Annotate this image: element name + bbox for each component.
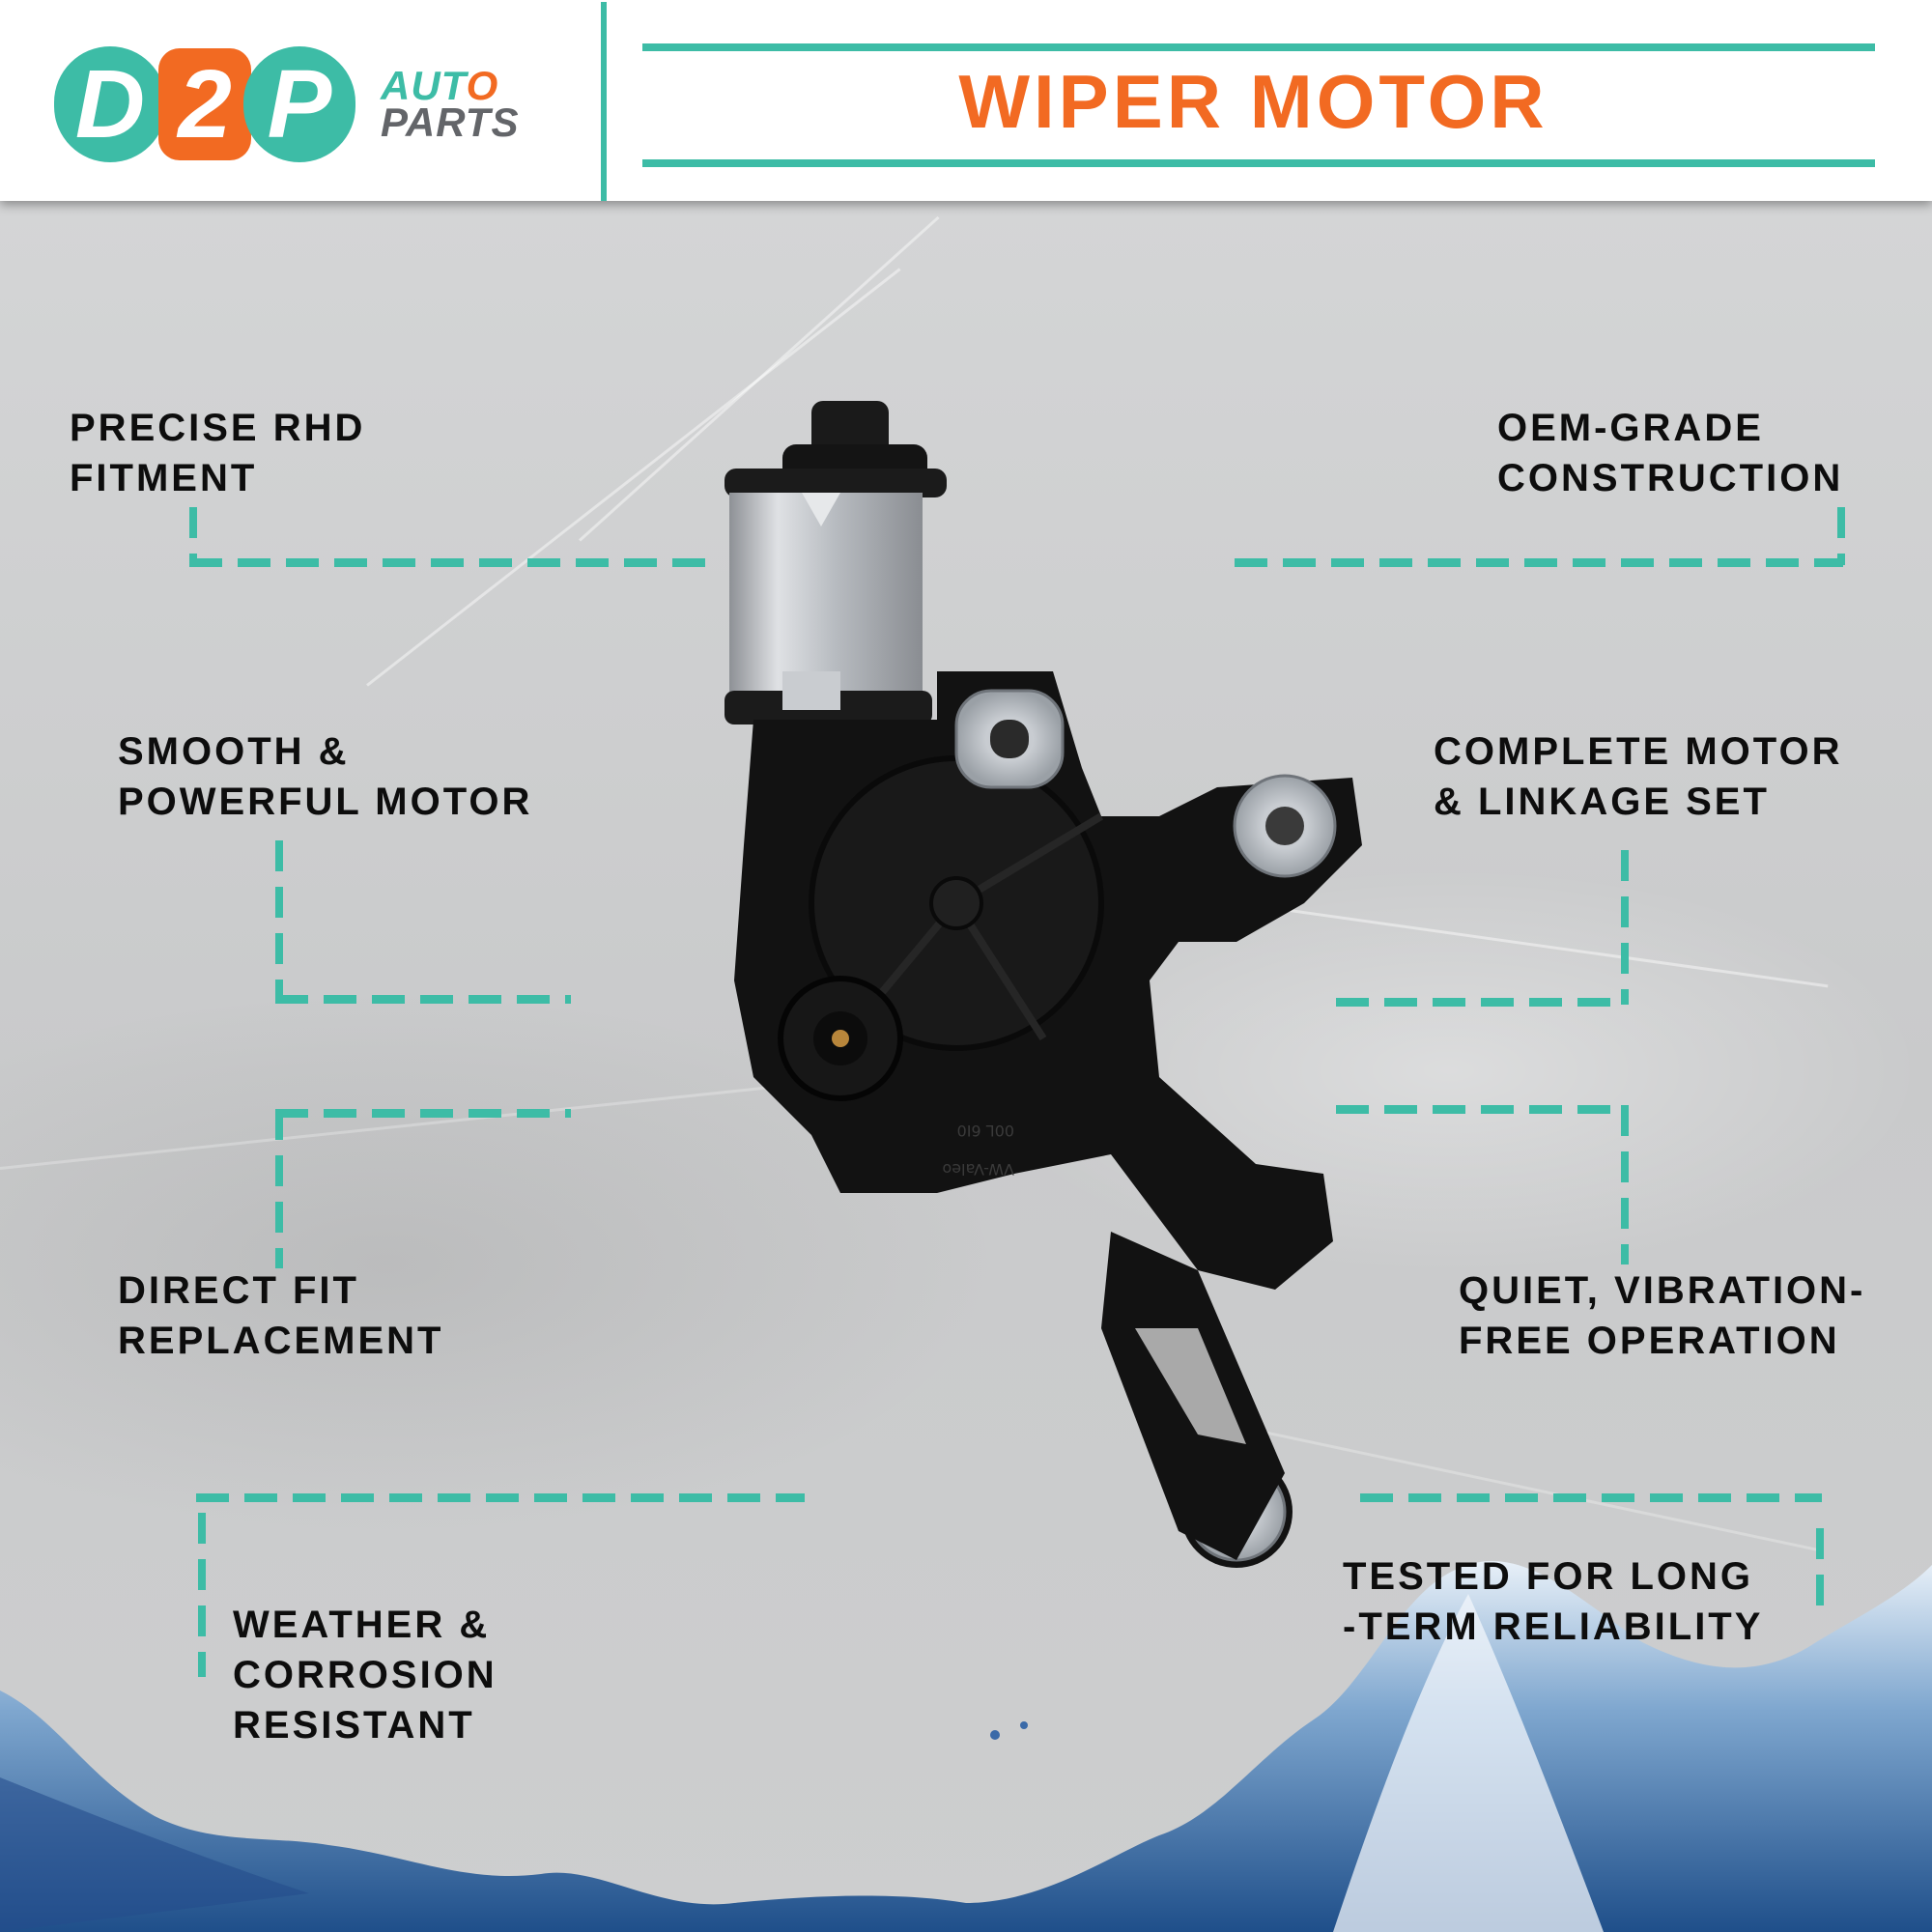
connector-line [1360, 1493, 1822, 1502]
header-banner: D 2 P AUTO PARTS WIPER MOTOR [0, 0, 1932, 201]
feature-text-line: OEM-GRADE [1497, 407, 1764, 449]
connector-line [1621, 1105, 1629, 1264]
feature-text-line: QUIET, VIBRATION- [1459, 1269, 1866, 1312]
feature-text-line: RESISTANT [233, 1704, 475, 1747]
connector-line [1837, 507, 1845, 565]
wiper-motor-image: 00L 6I0 VW-Valeo [724, 401, 1362, 1568]
feature-text-line: CORROSION [233, 1654, 497, 1696]
connector-line [1336, 998, 1626, 1007]
page-title: WIPER MOTOR [958, 59, 1548, 144]
logo-auto: AUT [381, 63, 467, 108]
feature-text-line: SMOOTH & [118, 730, 350, 773]
logo-auto-o: O [466, 63, 499, 108]
connector-line [1816, 1528, 1824, 1605]
feature-weather-corrosion-resistant: WEATHER & CORROSION RESISTANT [233, 1600, 497, 1750]
feature-text-line: -TERM RELIABILITY [1343, 1605, 1764, 1648]
feature-direct-fit-replacement: DIRECT FIT REPLACEMENT [118, 1265, 443, 1366]
logo-letter-2: 2 [158, 48, 251, 160]
connector-line [1621, 850, 1629, 1005]
water-splash-graphic [0, 1561, 1932, 1932]
feature-smooth-powerful-motor: SMOOTH & POWERFUL MOTOR [118, 726, 532, 827]
feature-text-line: PRECISE RHD [70, 407, 366, 449]
d2p-auto-parts-logo[interactable]: D 2 P AUTO PARTS [54, 46, 576, 162]
logo-parts-text: PARTS [381, 99, 520, 145]
feature-text-line: CONSTRUCTION [1497, 457, 1844, 499]
title-top-rule [642, 43, 1875, 51]
title-box: WIPER MOTOR [633, 43, 1875, 167]
feature-text-line: REPLACEMENT [118, 1320, 444, 1362]
header-divider [601, 2, 607, 201]
feature-text-line: DIRECT FIT [118, 1269, 359, 1312]
connector-line [1336, 1105, 1626, 1114]
feature-quiet-vibration-free-operation: QUIET, VIBRATION- FREE OPERATION [1459, 1265, 1865, 1366]
connector-line [275, 1109, 571, 1118]
svg-text:00L 6I0: 00L 6I0 [957, 1122, 1014, 1140]
connector-line [198, 1513, 206, 1677]
feature-text-line: COMPLETE MOTOR [1434, 730, 1843, 773]
connector-line [189, 507, 197, 563]
title-bottom-rule [642, 159, 1875, 167]
feature-tested-long-term-reliability: TESTED FOR LONG -TERM RELIABILITY [1343, 1551, 1763, 1652]
feature-text-line: FITMENT [70, 457, 258, 499]
feature-precise-rhd-fitment: PRECISE RHD FITMENT [70, 403, 365, 503]
logo-letter-d: D [54, 46, 166, 162]
connector-line [1235, 558, 1843, 567]
logo-auto-text: AUTO [381, 66, 498, 106]
connector-line [275, 1109, 283, 1268]
feature-text-line: TESTED FOR LONG [1343, 1555, 1753, 1598]
feature-complete-motor-linkage-set: COMPLETE MOTOR & LINKAGE SET [1434, 726, 1842, 827]
connector-line [275, 995, 571, 1004]
feature-oem-grade-construction: OEM-GRADE CONSTRUCTION [1497, 403, 1843, 503]
connector-line [196, 1493, 805, 1502]
feature-text-line: & LINKAGE SET [1434, 781, 1770, 823]
connector-line [275, 840, 283, 1000]
feature-text-line: FREE OPERATION [1459, 1320, 1840, 1362]
svg-text:VW-Valeo: VW-Valeo [942, 1160, 1014, 1179]
feature-text-line: POWERFUL MOTOR [118, 781, 533, 823]
connector-line [189, 558, 705, 567]
logo-letter-p: P [243, 46, 355, 162]
feature-text-line: WEATHER & [233, 1604, 491, 1646]
